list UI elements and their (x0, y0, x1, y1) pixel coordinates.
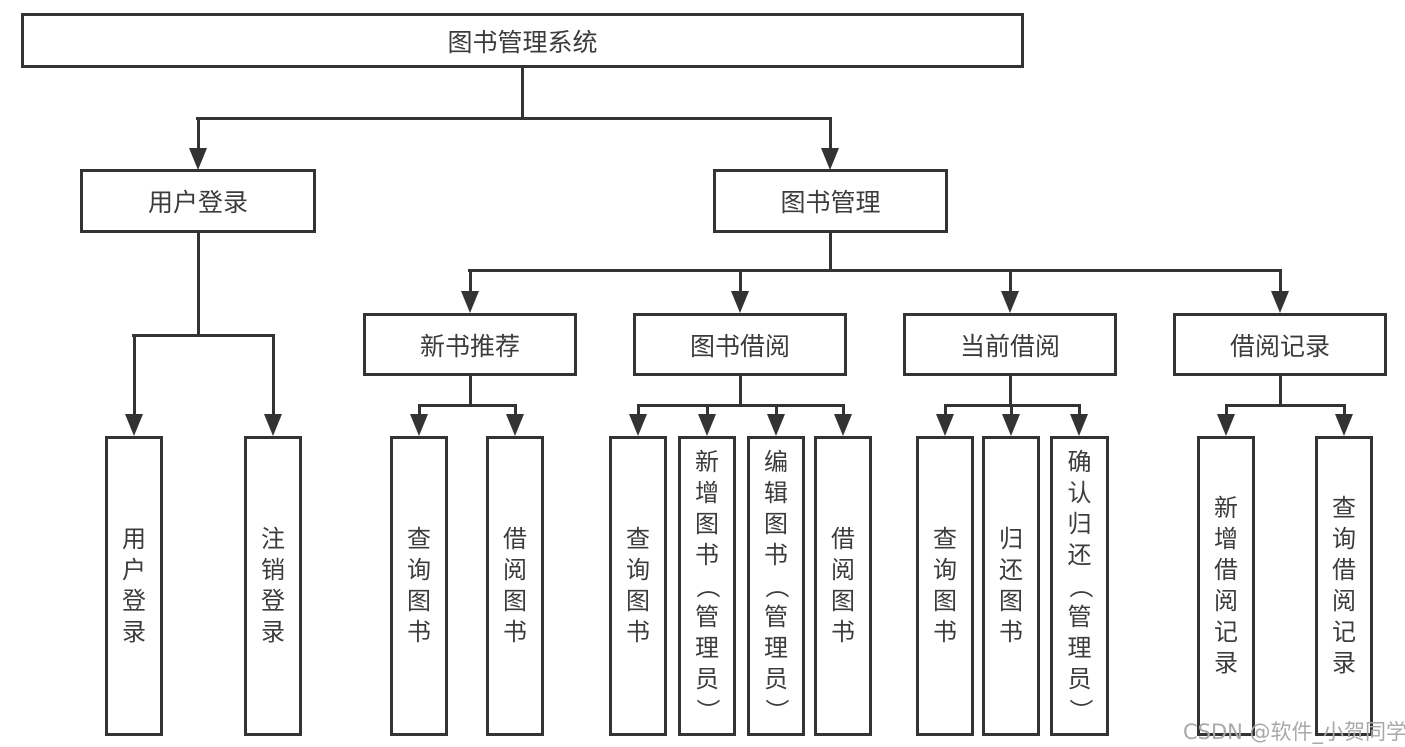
connector-arrow (1335, 414, 1353, 436)
leaf-label: 新增借阅记录 (1214, 494, 1238, 677)
connector-arrow (936, 414, 954, 436)
node-label: 图书借阅 (689, 331, 790, 361)
connector-line (944, 404, 947, 418)
node-root: 图书管理系统 (21, 13, 1024, 68)
leaf-label: 查询图书 (626, 525, 650, 646)
node-book-borrowing: 图书借阅 (633, 313, 847, 376)
connector-arrow (767, 414, 785, 436)
connector-arrow (698, 414, 716, 436)
connector-line (775, 404, 778, 418)
leaf-user-login: 用户登录 (105, 436, 163, 736)
connector-line (1343, 404, 1346, 418)
connector-arrow (834, 414, 852, 436)
leaf-label: 注销登录 (261, 525, 285, 646)
connector-arrow (1217, 414, 1235, 436)
connector-line (637, 404, 640, 418)
connector-line (514, 404, 517, 418)
node-borrowing-records: 借阅记录 (1173, 313, 1387, 376)
node-book-management-group: 图书管理 (713, 169, 948, 233)
connector-arrow (629, 414, 647, 436)
connector-line (842, 404, 845, 418)
connector-line (1279, 269, 1282, 293)
node-label: 新书推荐 (419, 331, 520, 361)
leaf-add-books-admin: 新增图书（管理员） (678, 436, 736, 736)
connector-line (739, 374, 742, 405)
connector-arrow (506, 414, 524, 436)
leaf-query-books: 查询图书 (609, 436, 667, 736)
connector-line (1009, 269, 1012, 293)
leaf-edit-books-admin: 编辑图书（管理员） (747, 436, 805, 736)
leaf-confirm-return-admin: 确认归还（管理员） (1050, 436, 1109, 736)
connector-line (739, 269, 742, 293)
connector-line (1010, 404, 1013, 418)
node-label: 当前借阅 (959, 331, 1060, 361)
csdn-watermark: CSDN @软件_小贺同学 (1183, 720, 1405, 744)
connector-line (418, 404, 516, 407)
leaf-label: 确认归还（管理员） (1066, 447, 1094, 723)
connector-line (1078, 404, 1081, 418)
leaf-label: 借阅图书 (831, 525, 855, 646)
leaf-label: 归还图书 (999, 525, 1023, 646)
connector-arrow (1070, 414, 1088, 436)
connector-line (706, 404, 709, 418)
leaf-query-borrow-record: 查询借阅记录 (1315, 436, 1373, 736)
connector-line (1009, 374, 1012, 405)
connector-arrow (1271, 291, 1289, 313)
connector-line (1225, 404, 1228, 418)
connector-arrow (125, 414, 143, 436)
connector-line (133, 334, 136, 418)
node-label: 借阅记录 (1229, 331, 1330, 361)
connector-arrow (1001, 291, 1019, 313)
leaf-label: 用户登录 (122, 525, 146, 646)
node-current-borrowing: 当前借阅 (903, 313, 1117, 376)
connector-line (469, 269, 472, 293)
connector-line (637, 404, 844, 407)
connector-line (521, 66, 524, 118)
leaf-label: 新增图书（管理员） (693, 447, 722, 723)
leaf-label: 查询图书 (407, 525, 431, 646)
node-new-book-recommend: 新书推荐 (363, 313, 577, 376)
connector-line (197, 117, 200, 150)
connector-arrow (264, 414, 282, 436)
leaf-label: 查询借阅记录 (1332, 494, 1356, 677)
connector-line (418, 404, 421, 418)
connector-arrow (821, 148, 839, 170)
connector-arrow (731, 291, 749, 313)
connector-line (1279, 374, 1282, 405)
connector-line (1225, 404, 1345, 407)
leaf-return-books: 归还图书 (982, 436, 1040, 736)
node-label: 图书管理 (780, 188, 881, 217)
connector-line (829, 117, 832, 150)
leaf-query-books: 查询图书 (916, 436, 974, 736)
connector-line (196, 117, 832, 120)
connector-arrow (461, 291, 479, 313)
leaf-add-borrow-record: 新增借阅记录 (1197, 436, 1255, 736)
leaf-label: 编辑图书（管理员） (762, 447, 791, 723)
node-root-label: 图书管理系统 (447, 27, 598, 57)
connector-line (829, 231, 832, 271)
leaf-query-books: 查询图书 (390, 436, 448, 736)
connector-arrow (189, 148, 207, 170)
leaf-borrow-books: 借阅图书 (486, 436, 544, 736)
connector-line (132, 334, 275, 337)
connector-line (469, 374, 472, 405)
leaf-logout: 注销登录 (244, 436, 302, 736)
connector-arrow (410, 414, 428, 436)
leaf-label: 查询图书 (933, 525, 957, 646)
connector-line (197, 231, 200, 335)
leaf-label: 借阅图书 (503, 525, 527, 646)
connector-arrow (1002, 414, 1020, 436)
node-label: 用户登录 (147, 188, 248, 217)
connector-line (468, 269, 1282, 272)
node-user-login-group: 用户登录 (80, 169, 316, 233)
leaf-borrow-books: 借阅图书 (814, 436, 872, 736)
connector-line (272, 334, 275, 418)
